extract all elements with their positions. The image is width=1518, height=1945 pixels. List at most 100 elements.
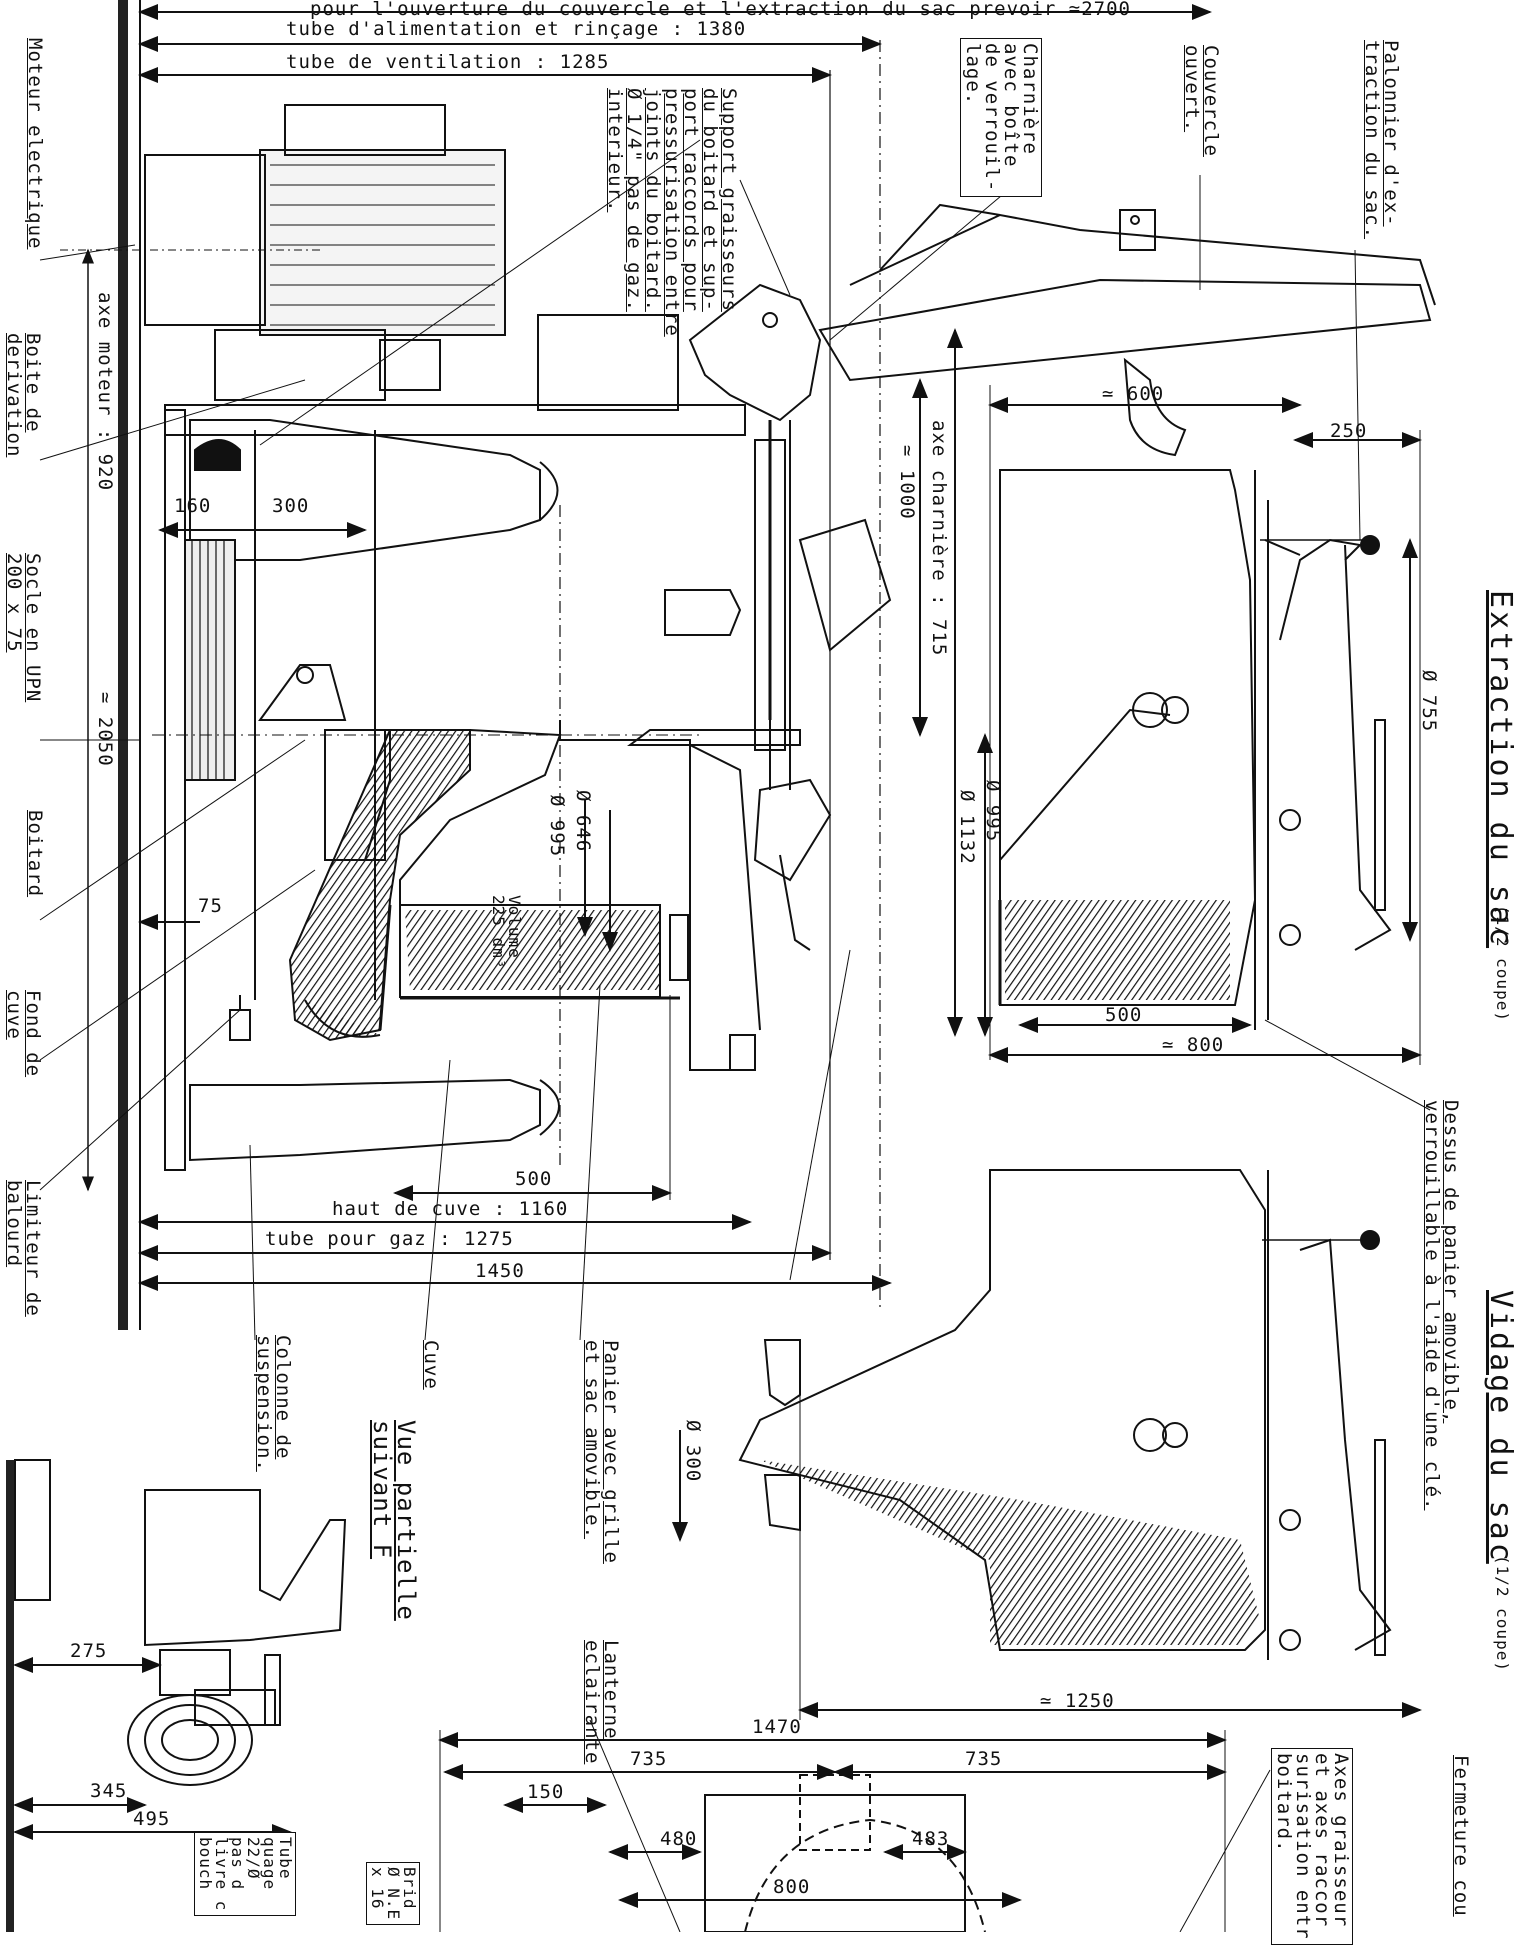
dim-800: ≃ 800 xyxy=(1162,1034,1225,1056)
extraction-title: Extraction du sac xyxy=(1483,590,1518,949)
dim-bottom-500: 500 xyxy=(515,1168,553,1190)
dim-opening: pour l'ouverture du couvercle et l'extra… xyxy=(310,0,1131,20)
label-boitard: Boitard xyxy=(24,810,46,898)
dim-phi755: Ø 755 xyxy=(1418,670,1440,733)
wall-lower xyxy=(6,1460,14,1932)
dim-phi995a: Ø 995 xyxy=(546,795,568,858)
dim-haut-cuve: haut de cuve : 1160 xyxy=(332,1198,569,1220)
dim-1000: ≃ 1000 xyxy=(896,445,918,520)
cuve-label: Cuve xyxy=(420,1340,442,1390)
lanterne-box xyxy=(704,1794,966,1932)
couvercle-line2: ouvert. xyxy=(1181,45,1203,133)
vidage-sub: (1/2 coupe) xyxy=(1493,1555,1512,1672)
tube-line2: quage xyxy=(260,1837,279,1891)
support-line7: interieur. xyxy=(604,88,626,213)
label-moteur: Moteur electrique xyxy=(24,38,46,250)
support-line1: Support graisseurs xyxy=(718,88,740,312)
tube-line3: 22/Ø xyxy=(244,1837,263,1880)
dim-1470: 1470 xyxy=(752,1716,802,1738)
charniere-label: Charnière avec boîte de verrouil- lage. xyxy=(960,38,1042,198)
axes-line3: surisation entr xyxy=(1292,1753,1314,1940)
dim-300: 300 xyxy=(272,495,310,517)
dim-phi995b: Ø 995 xyxy=(982,780,1004,843)
vue-line1: Vue partielle xyxy=(392,1420,420,1621)
charniere-line2: avec boîte xyxy=(1000,43,1022,168)
palonnier-line1: Palonnier d'ex- xyxy=(1380,40,1402,227)
label-limiteur-line2: balourd xyxy=(3,1180,25,1268)
panier-line2: et sac amovible. xyxy=(581,1340,603,1540)
bride-line1: Brid xyxy=(400,1867,419,1910)
motor-body xyxy=(259,149,506,336)
lanterne-line1: Lanterne xyxy=(600,1640,622,1740)
dessus-line2: verrouillable à l'aide d'une clé. xyxy=(1421,1100,1443,1511)
tube-line5: livre c xyxy=(212,1837,231,1912)
label-fond-line1: Fond de xyxy=(22,990,44,1078)
label-boite: Boite de derivation xyxy=(3,333,44,458)
dim-345: 345 xyxy=(90,1780,128,1802)
volume-line1: Volume xyxy=(505,895,524,959)
label-fond: Fond de cuve xyxy=(3,990,44,1078)
panier-line1: Panier avec grille xyxy=(600,1340,622,1564)
dim-275: 275 xyxy=(70,1640,108,1662)
dessus-label: Dessus de panier amovible, verrouillable… xyxy=(1421,1100,1462,1511)
label-limiteur: Limiteur de balourd xyxy=(3,1180,44,1317)
label-socle-line2: 200 x 75 xyxy=(3,553,25,653)
tube-line4: pas d xyxy=(228,1837,247,1891)
label-limiteur-line1: Limiteur de xyxy=(22,1180,44,1317)
support-line5: joints du boitard. xyxy=(642,88,664,312)
label-boite-line2: derivation xyxy=(3,333,25,458)
dim-total: 1450 xyxy=(475,1260,525,1282)
dim-735a: 735 xyxy=(630,1748,668,1770)
vue-partielle-body xyxy=(144,1489,347,1647)
label-fond-line2: cuve xyxy=(3,990,25,1040)
dim-bottom-800: 800 xyxy=(773,1876,811,1898)
dim-1250: ≃ 1250 xyxy=(1040,1690,1115,1712)
couvercle-line1: Couvercle xyxy=(1200,45,1222,157)
dim-250: 250 xyxy=(1330,420,1368,442)
vue-partielle-label: Vue partielle suivant F xyxy=(368,1420,420,1621)
support-line2: du boitard et sup- xyxy=(699,88,721,312)
charniere-line4: lage. xyxy=(962,43,984,106)
charniere-line3: de verrouil- xyxy=(981,43,1003,193)
dim-tube-gaz: tube pour gaz : 1275 xyxy=(265,1228,514,1250)
colonne-line1: Colonne de xyxy=(272,1335,294,1460)
cover-open xyxy=(818,278,1432,382)
tube-line1: Tube xyxy=(276,1837,295,1880)
palonnier-line2: traction du sac. xyxy=(1361,40,1383,240)
dim-150: 150 xyxy=(527,1781,565,1803)
dim-160: 160 xyxy=(174,495,212,517)
vue-line2: suivant F xyxy=(368,1420,396,1560)
bride-label: Brid Ø N.E x 16 xyxy=(366,1862,420,1926)
dim-phi1132: Ø 1132 xyxy=(956,790,978,865)
support-line3: port raccords pour xyxy=(680,88,702,312)
extraction-sub: (1/2 coupe) xyxy=(1493,905,1512,1022)
label-boite-line1: Boite de xyxy=(22,333,44,433)
upper-arm xyxy=(189,419,541,561)
dim-axe-moteur: axe moteur : 920 xyxy=(94,292,116,492)
lanterne-label: Lanterne eclairante xyxy=(581,1640,622,1764)
volume-line2: 225 dm³ xyxy=(489,895,508,970)
colonne-line2: suspension. xyxy=(253,1335,275,1472)
dim-75: 75 xyxy=(198,895,223,917)
label-socle-line1: Socle en UPN xyxy=(22,553,44,703)
extraction-basket xyxy=(999,469,1257,1006)
dim-735b: 735 xyxy=(965,1748,1003,1770)
dim-495: 495 xyxy=(133,1808,171,1830)
axes-line2: et axes raccor xyxy=(1311,1753,1333,1928)
axes-label: Axes graisseur et axes raccor surisation… xyxy=(1271,1748,1353,1945)
outer-tank xyxy=(559,720,740,1071)
support-label: Support graisseurs du boitard et sup- po… xyxy=(604,88,740,337)
support-line6: Ø 1/4" pas de gaz. xyxy=(623,88,645,312)
vidage-title: Vidage du sac xyxy=(1483,1290,1518,1564)
axes-line1: Axes graisseur xyxy=(1330,1753,1352,1928)
dim-phi646: Ø 646 xyxy=(572,790,594,853)
hinge-bracket xyxy=(688,283,822,422)
wall xyxy=(118,0,128,1330)
dim-483: 483 xyxy=(912,1828,950,1850)
dim-extraction-500: 500 xyxy=(1105,1004,1143,1026)
dim-2050: ≃ 2050 xyxy=(94,692,116,767)
tube-line6: bouch xyxy=(196,1837,215,1891)
vidage-basket xyxy=(738,1169,1266,1651)
axes-line4: boitard. xyxy=(1273,1753,1295,1853)
